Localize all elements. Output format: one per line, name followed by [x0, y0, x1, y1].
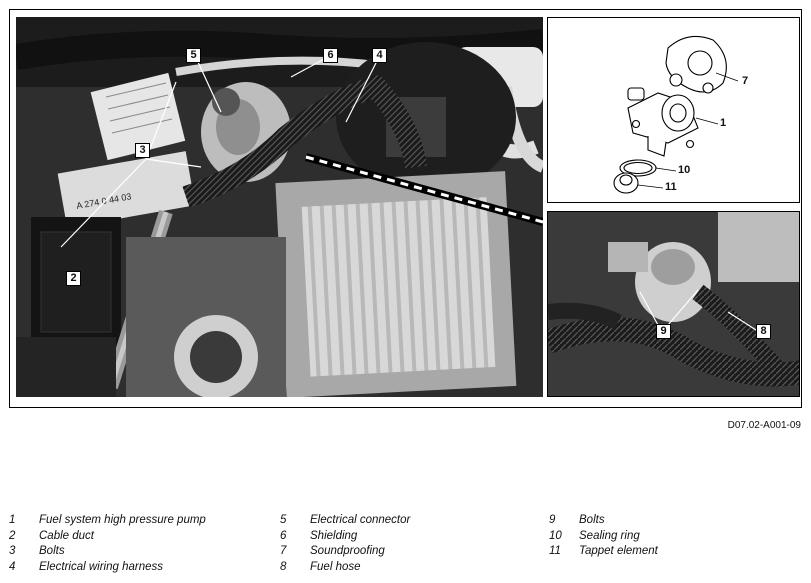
- engine-bay-illustration: A 274 0 44 03: [16, 17, 543, 397]
- pump-detail-illustration: [548, 212, 799, 396]
- callout-1: 1: [720, 117, 727, 129]
- callout-10: 10: [678, 164, 691, 176]
- callout-5: 5: [186, 48, 201, 63]
- engine-bay-photo: A 274 0 44 03: [16, 17, 543, 397]
- exploded-parts-inset: 7 1 10 11: [547, 17, 800, 203]
- pump-detail-inset: 9 8: [547, 211, 800, 397]
- callout-2: 2: [66, 271, 81, 286]
- exploded-parts-drawing: [613, 35, 739, 194]
- callout-11: 11: [665, 181, 677, 193]
- callout-9: 9: [656, 324, 671, 339]
- callout-6: 6: [323, 48, 338, 63]
- figure-reference: D07.02-A001-09: [727, 420, 801, 431]
- callout-7: 7: [742, 75, 749, 87]
- callout-8: 8: [756, 324, 771, 339]
- callout-3: 3: [135, 143, 150, 158]
- callout-4: 4: [372, 48, 387, 63]
